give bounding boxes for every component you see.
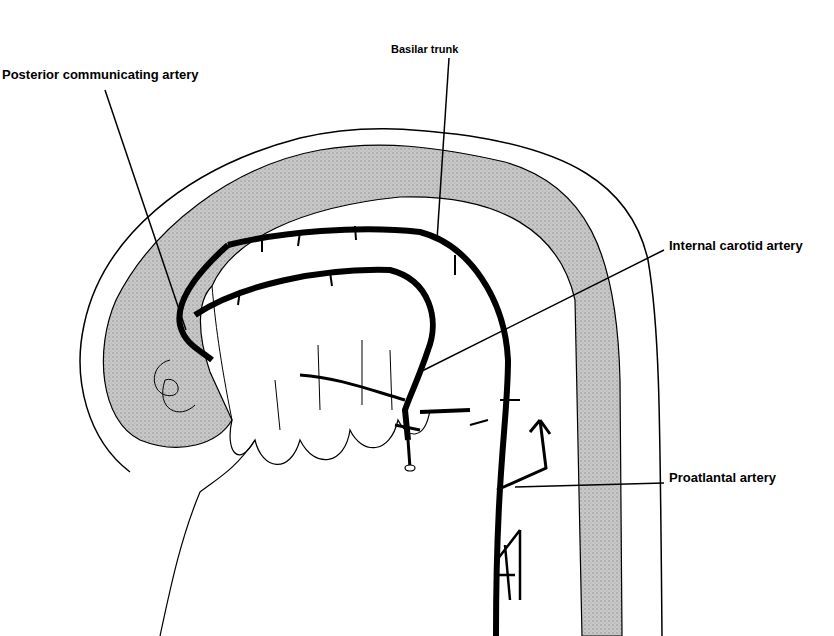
part-label: Posterior communicating artery [0,67,201,83]
pharyngeal-arches [230,410,430,464]
part-label: Proatlantal artery [667,470,778,486]
basilar-artery [228,229,508,636]
internal-carotid-artery [195,270,433,440]
leader-line [515,483,664,487]
artery-branch [300,375,420,468]
aortic-stump [405,465,415,471]
leader-line [437,58,449,240]
aortic-stub [420,410,470,412]
segmental-branches [497,530,520,600]
leader-line [105,90,186,330]
posterior-communicating-artery [179,245,228,360]
neural-tube [103,145,622,636]
arch-lines [275,340,392,430]
forebrain-fold [154,360,195,412]
proatlantal-artery [497,420,550,490]
embryo-outline [80,129,662,636]
part-label: Internal carotid artery [667,238,805,254]
part-label: Basilar trunk [389,42,460,56]
face-outline [160,440,255,636]
leader-line [420,250,664,372]
small-branches [238,226,520,425]
